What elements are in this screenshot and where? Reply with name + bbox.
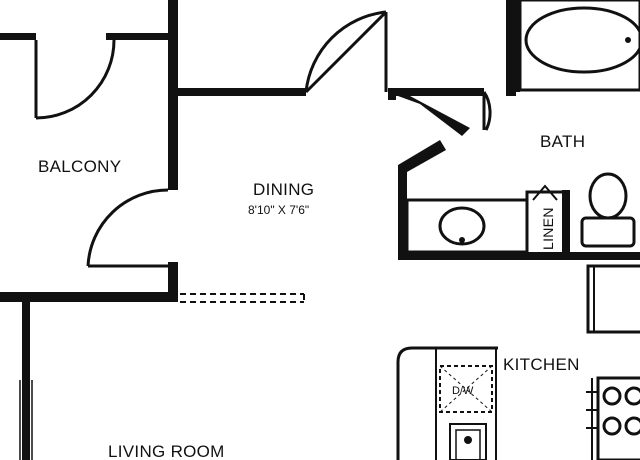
- linen-arrow-icon: [532, 184, 558, 201]
- wall-balcony-bottom: [0, 292, 178, 302]
- wall-closet-top: [388, 88, 484, 96]
- wall-vertical-upper: [168, 0, 178, 190]
- burner-icon: [602, 416, 622, 436]
- vanity-sink-icon: [438, 206, 486, 246]
- fridge: [586, 264, 640, 334]
- wall-balcony-right-lower: [168, 262, 178, 302]
- bath-vanity: [405, 198, 529, 254]
- kitchen-sink-outline: [449, 423, 487, 460]
- vanity-faucet-icon: [459, 237, 465, 243]
- wall-tub-left: [516, 0, 520, 92]
- room-label-dining: DINING: [253, 180, 314, 199]
- toilet-tank-icon: [580, 216, 636, 248]
- balcony-door: [34, 36, 116, 120]
- wall-balcony-door-jamb: [106, 33, 178, 40]
- stove: [586, 376, 640, 460]
- room-label-bath: BATH: [540, 132, 585, 151]
- room-label-balcony: BALCONY: [38, 157, 121, 176]
- sliding-door: [180, 293, 305, 303]
- room-label-linen: LINEN: [540, 207, 556, 250]
- kitchen-faucet-icon: [464, 436, 472, 444]
- room-dims-dining: 8'10" X 7'6": [248, 203, 309, 217]
- wall-bath-left-upper: [388, 88, 396, 100]
- room-label-living: LIVING ROOM: [108, 442, 225, 460]
- burner-icon: [624, 416, 640, 436]
- toilet: [580, 172, 636, 248]
- linen-closet: [525, 184, 570, 256]
- wall-bath-bottom: [398, 252, 640, 260]
- wall-closet-right: [506, 0, 516, 96]
- wall-top-left: [0, 33, 36, 40]
- tub-basin: [524, 6, 640, 74]
- wall-diagonal: [398, 96, 470, 136]
- closet-door-swing: [482, 91, 492, 131]
- tub-outline: [518, 0, 640, 92]
- toilet-bowl-icon: [588, 172, 628, 220]
- wall-dining-top: [178, 88, 306, 96]
- dishwasher-label: D/W: [452, 385, 474, 397]
- wall-diagonal-lower: [398, 140, 446, 172]
- kitchen-sink: [449, 423, 487, 460]
- counter-outline: [396, 346, 498, 460]
- dining-door-swing: [86, 188, 169, 268]
- burner-icon: [602, 386, 622, 406]
- kitchen-counter: [396, 346, 498, 460]
- bathtub: [518, 0, 640, 92]
- living-window: [19, 380, 33, 460]
- burner-icon: [624, 386, 640, 406]
- room-label-kitchen: KITCHEN: [503, 355, 580, 374]
- linen-wall: [562, 190, 570, 254]
- wall-bath-left: [398, 165, 407, 260]
- wall-living-left: [22, 302, 30, 460]
- fridge-outline: [586, 264, 640, 334]
- tub-drain-icon: [625, 37, 631, 43]
- stove-outline: [596, 376, 640, 460]
- hall-door-swing: [304, 10, 388, 94]
